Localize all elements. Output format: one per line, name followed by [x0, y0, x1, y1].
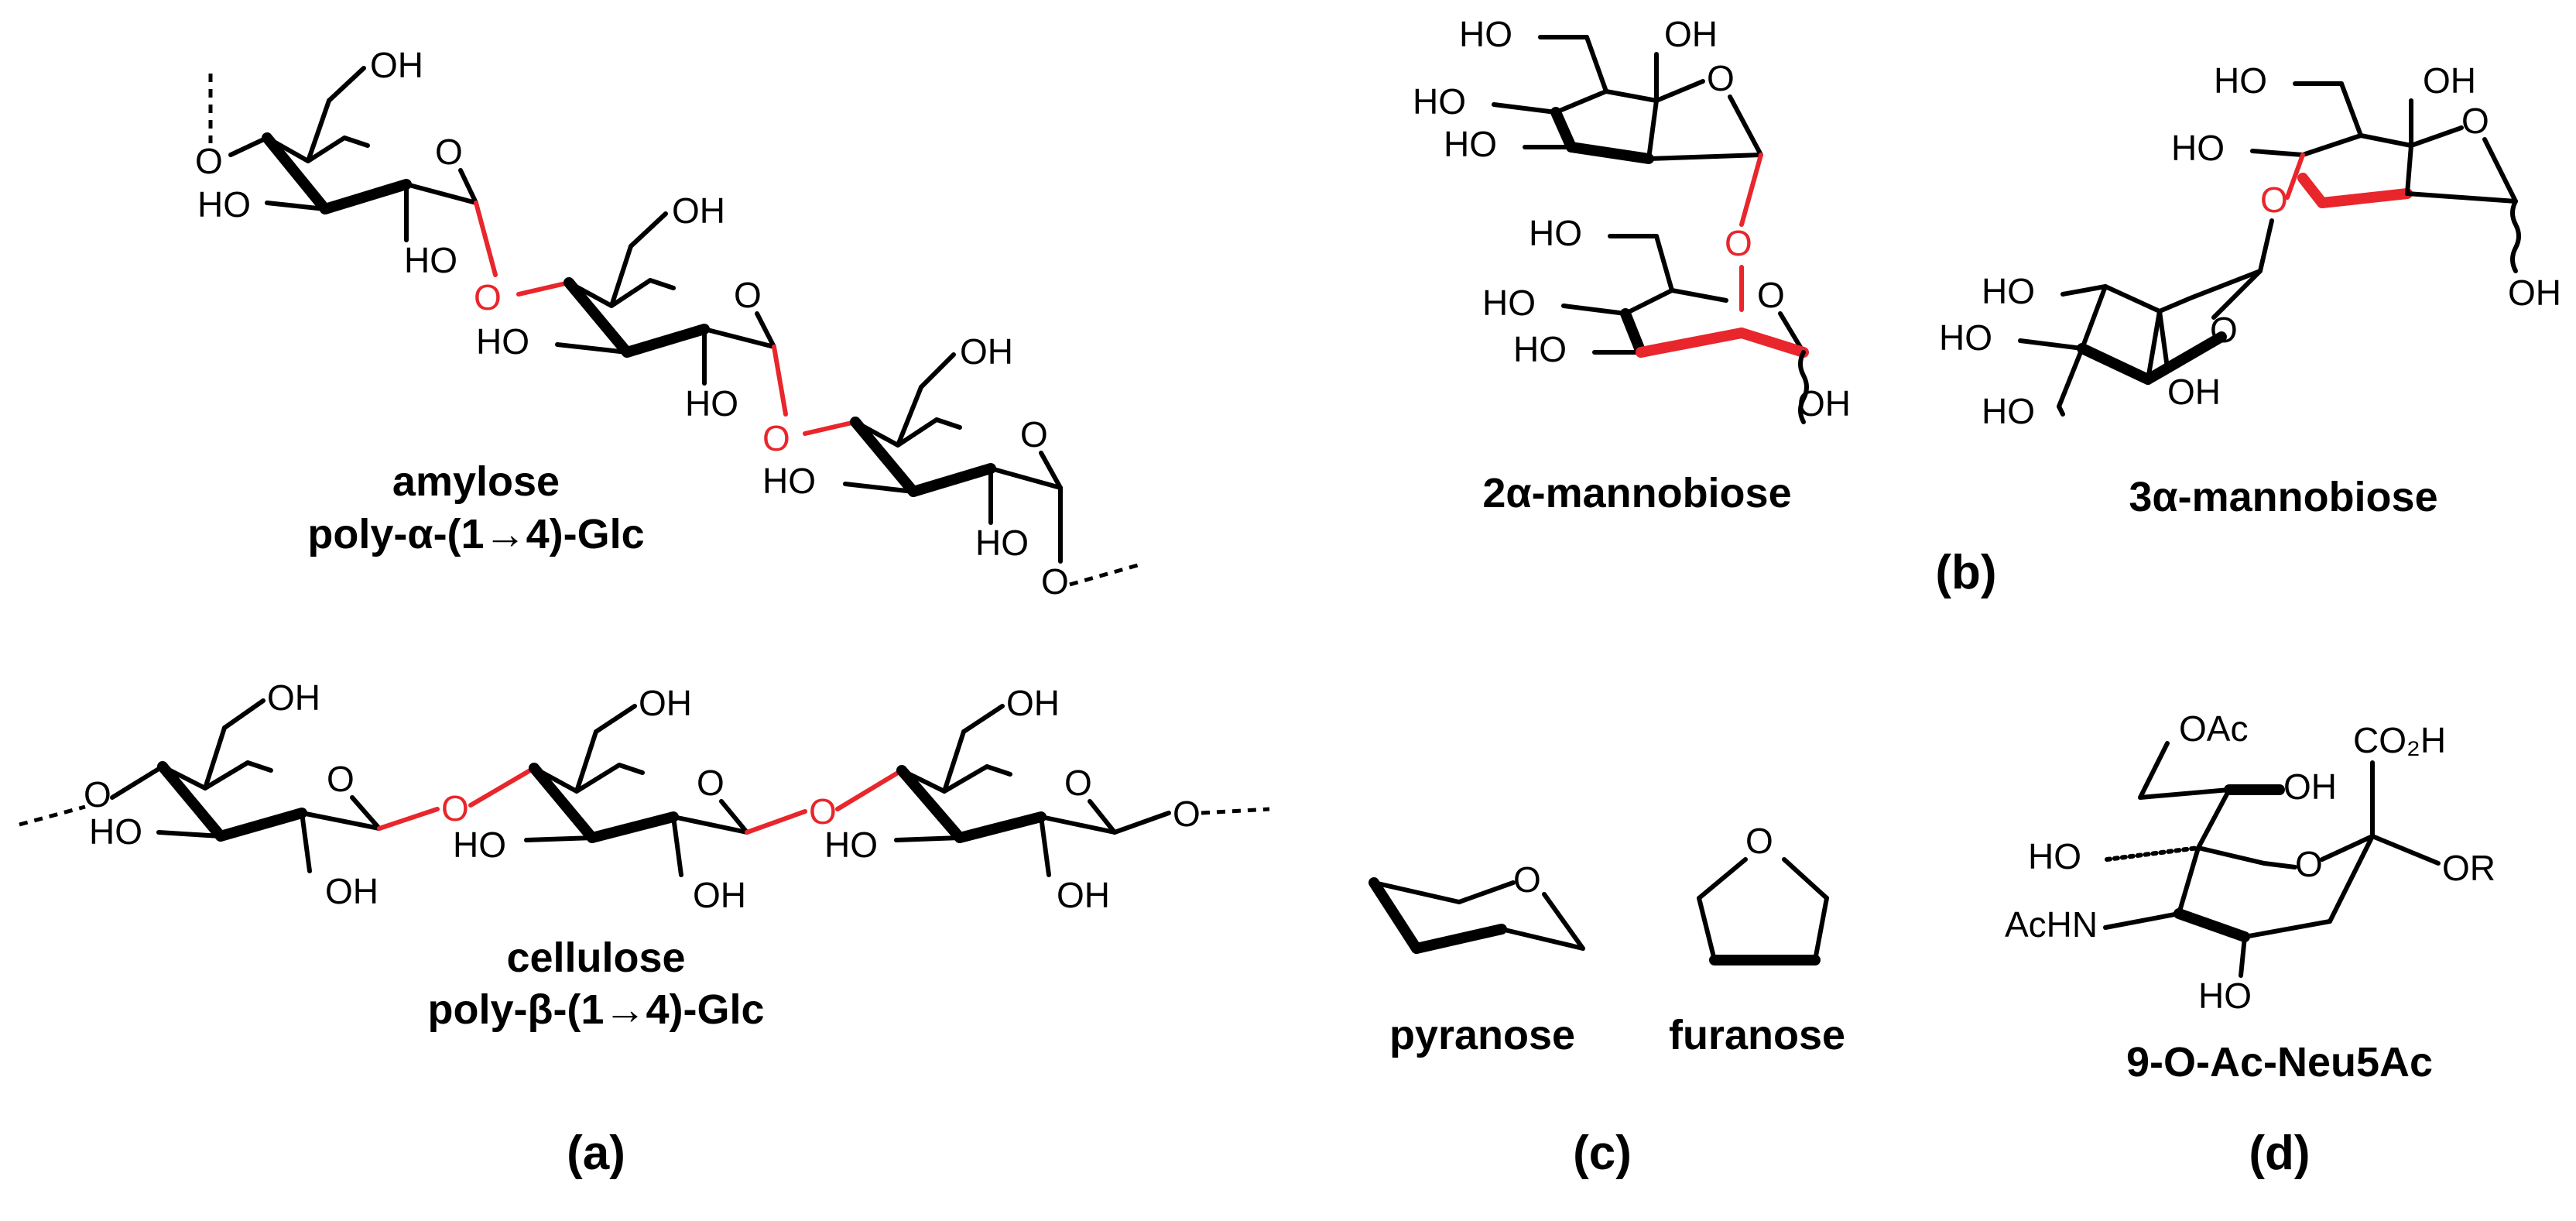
atom-oh: OH: [1664, 14, 1718, 54]
pyranose-ring: O: [1368, 859, 1585, 954]
mannobiose-2a-name: 2α-mannobiose: [1482, 470, 1791, 516]
atom-oh: OH: [2283, 767, 2337, 807]
atom-ho: HO: [2198, 976, 2252, 1016]
glycosidic-oxygen: O: [2260, 180, 2288, 220]
furanose-ring: O: [1697, 821, 1829, 965]
atom-o: O: [1020, 414, 1048, 454]
mannobiose-3a-structure: HO HO OH O O OH HO HO O HO OH: [1939, 60, 2561, 431]
atom-o: O: [734, 275, 762, 315]
atom-ho: HO: [2214, 60, 2267, 101]
atom-oh: OH: [325, 871, 379, 911]
atom-o: O: [84, 774, 111, 815]
amylose-ring-2: OH O HO HO: [476, 190, 788, 424]
amylose-ring-1: O OH O HO HO: [195, 45, 498, 280]
atom-ho: HO: [1939, 317, 1992, 358]
furanose-label: furanose: [1669, 1012, 1845, 1058]
atom-oh: OH: [2508, 273, 2561, 313]
mannobiose-2a-lower-ring: O HO HO O HO OH: [1482, 213, 1851, 424]
atom-ho: HO: [453, 825, 506, 865]
atom-oh: OH: [960, 331, 1013, 372]
atom-ho: HO: [762, 461, 816, 501]
cellulose-ring-2: OH O HO OH: [453, 683, 807, 915]
atom-oh: OH: [1057, 875, 1110, 915]
atom-o: O: [1757, 275, 1785, 315]
atom-ho: HO: [89, 811, 142, 852]
atom-oh: OH: [672, 190, 725, 231]
atom-co2h: CO₂H: [2353, 720, 2446, 760]
atom-ho: HO: [1482, 283, 1536, 323]
atom-ho: HO: [1459, 14, 1512, 54]
atom-ho: HO: [1529, 213, 1582, 253]
panel-label-d: (d): [2249, 1127, 2310, 1180]
atom-achn: AcHN: [2005, 904, 2098, 945]
atom-ho: HO: [2171, 128, 2225, 168]
atom-ho: HO: [685, 383, 738, 424]
atom-oh: OH: [267, 677, 320, 718]
glycosidic-oxygen: O: [762, 418, 790, 458]
atom-o: O: [2295, 844, 2323, 884]
atom-ho: HO: [1413, 81, 1466, 122]
atom-o: O: [1041, 561, 1069, 602]
atom-oh: OH: [2167, 372, 2221, 412]
atom-oh: OH: [1797, 383, 1851, 424]
atom-ho: HO: [1513, 329, 1567, 369]
atom-ho: HO: [824, 825, 878, 865]
atom-o: O: [2461, 101, 2489, 141]
atom-ho: HO: [1444, 124, 1497, 164]
atom-o: O: [697, 763, 724, 803]
atom-ho: HO: [476, 321, 529, 362]
atom-ho: HO: [2028, 836, 2081, 876]
atom-ho: HO: [404, 240, 457, 280]
atom-ho: HO: [1982, 391, 2035, 431]
mannobiose-3a-name: 3α-mannobiose: [2129, 474, 2437, 520]
atom-o: O: [195, 141, 223, 181]
amylose-formula: poly-α-(1→4)-Glc: [307, 511, 644, 557]
cellulose-structure: O OH O HO OH O OH O: [19, 677, 1270, 915]
panel-label-b: (b): [1935, 546, 1996, 599]
cellulose-name: cellulose: [506, 935, 685, 981]
cellulose-ring-1: OH O HO OH: [89, 677, 440, 911]
atom-o: O: [1064, 763, 1092, 803]
atom-oh: OH: [1006, 683, 1060, 723]
atom-oh: OH: [370, 45, 423, 85]
pyranose-label: pyranose: [1389, 1012, 1575, 1058]
neu5ac-name: 9-O-Ac-Neu5Ac: [2126, 1039, 2433, 1086]
atom-or: OR: [2442, 848, 2496, 888]
panel-label-c: (c): [1573, 1127, 1632, 1180]
atom-ho: HO: [1982, 271, 2035, 311]
atom-o: O: [1745, 821, 1773, 861]
neu5ac-structure: OAc OH HO AcHN O HO CO₂H OR: [2005, 708, 2496, 1016]
glycosidic-oxygen: O: [1725, 223, 1752, 263]
atom-oh: OH: [639, 683, 692, 723]
amylose-structure: O OH O HO HO O OH O: [195, 45, 1139, 602]
amylose-ring-3: OH O HO HO O: [762, 331, 1139, 602]
amylose-name: amylose: [392, 458, 560, 505]
mannobiose-2a-structure: HO HO OH O HO: [1413, 14, 1763, 227]
atom-ho: HO: [975, 523, 1029, 563]
cellulose-formula: poly-β-(1→4)-Glc: [428, 986, 765, 1033]
atom-o: O: [435, 132, 463, 172]
glycosidic-oxygen: O: [474, 277, 502, 317]
glycosidic-oxygen: O: [809, 791, 837, 832]
atom-o: O: [1513, 859, 1541, 900]
atom-o: O: [1173, 794, 1201, 834]
atom-o: O: [1707, 58, 1735, 98]
panel-label-a: (a): [567, 1127, 625, 1180]
cellulose-ring-3: OH O HO OH O: [824, 683, 1270, 915]
atom-ho: HO: [197, 184, 251, 225]
glycosidic-oxygen: O: [441, 788, 469, 828]
atom-oh: OH: [693, 875, 746, 915]
atom-oh: OH: [2423, 60, 2476, 101]
atom-oac: OAc: [2179, 708, 2248, 749]
atom-o: O: [327, 759, 355, 799]
